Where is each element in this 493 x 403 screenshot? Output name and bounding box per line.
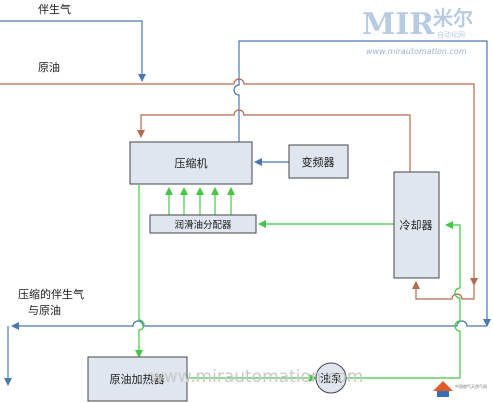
associated-gas-label: 伴生气 [38, 2, 71, 16]
oil-pump-label: 油泵 [320, 371, 342, 385]
oil-loop-bottom [412, 281, 475, 300]
gas-return-line [11, 320, 487, 330]
compressor: 压缩机 [129, 141, 253, 185]
corner-badge: 中国燃气天然气网 [433, 381, 487, 397]
crude-heater: 原油加热器 [87, 356, 188, 402]
gas-inlet-line [0, 20, 146, 82]
compressor-label: 压缩机 [175, 156, 208, 170]
lube-pump-to-cooler [346, 221, 461, 379]
inverter-label: 变频器 [302, 155, 335, 169]
lube-distributor: 润滑油分配器 [149, 214, 257, 234]
watermark-logo: MIR 米尔 自动化网 www.mirautomation.com [362, 6, 473, 56]
logo-latin: MIR [362, 7, 435, 42]
cooler: 冷却器 [393, 171, 440, 279]
logo-chinese: 米尔 [433, 6, 473, 30]
gas-lines [0, 20, 491, 386]
logo-url: www.mirautomation.com [366, 47, 467, 56]
inverter: 变频器 [288, 144, 349, 179]
compressed-gas-label-line1: 压缩的伴生气 [18, 287, 84, 301]
lube-lines [135, 185, 461, 382]
corner-badge-text: 中国燃气天然气网 [455, 383, 487, 389]
compressed-gas-label-line2: 与原油 [28, 303, 61, 317]
logo-sub: 自动化网 [437, 30, 465, 39]
oil-lines [0, 78, 478, 300]
oil-pump: 油泵 [315, 362, 347, 394]
crude-oil-label: 原油 [38, 60, 60, 74]
cooler-label: 冷却器 [400, 219, 433, 232]
center-watermark: www.mirautomation.com [150, 367, 363, 387]
gas-outlet-line [233, 40, 491, 327]
oil-loop-top [137, 109, 411, 172]
lube-compressor-to-heater [135, 185, 145, 358]
lube-distributor-label: 润滑油分配器 [174, 219, 232, 231]
crude-oil-line [0, 78, 478, 286]
crude-heater-label: 原油加热器 [110, 372, 165, 386]
